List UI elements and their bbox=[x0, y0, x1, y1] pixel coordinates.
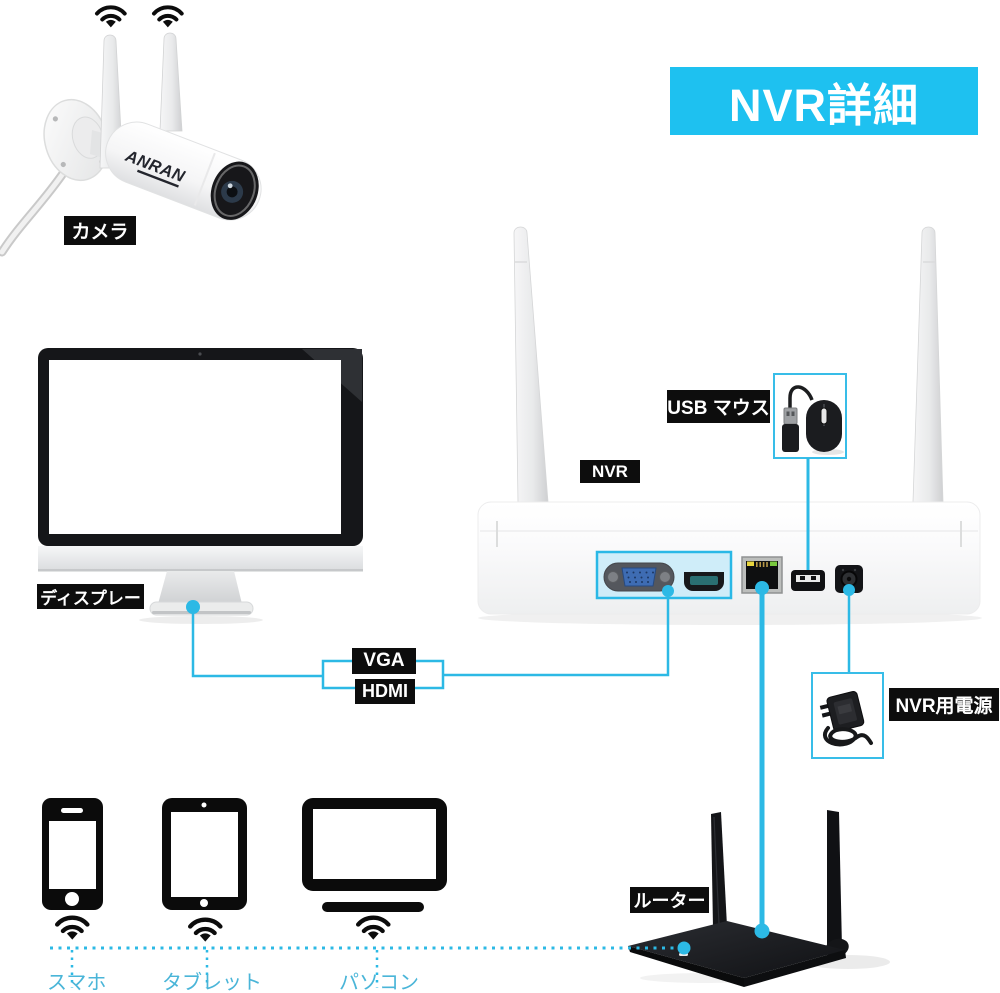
usb-mouse-label: USB マウス bbox=[667, 390, 770, 423]
camera-graphic: ANRAN bbox=[0, 32, 262, 257]
wifi-icon bbox=[151, 5, 184, 30]
nvr-antenna-left bbox=[513, 226, 549, 503]
wifi-icon bbox=[57, 918, 87, 940]
wifi-icon bbox=[358, 918, 388, 940]
tablet-label: タブレット bbox=[162, 972, 262, 993]
router-graphic bbox=[628, 810, 890, 987]
pc-icon bbox=[302, 798, 447, 912]
connection-dots bbox=[186, 581, 855, 955]
power-adapter-icon bbox=[819, 691, 873, 747]
vga-port-icon bbox=[603, 562, 675, 592]
smartphone-icon bbox=[42, 798, 103, 910]
nvr-graphic bbox=[477, 226, 982, 625]
router-label: ルーター bbox=[630, 887, 709, 913]
nvr-antenna-right bbox=[912, 226, 944, 503]
title-banner: NVR詳細 bbox=[670, 67, 978, 135]
display-vga-line bbox=[191, 607, 323, 678]
usb-port-icon bbox=[791, 570, 825, 591]
router-body bbox=[628, 921, 845, 978]
router-antenna-right bbox=[827, 810, 842, 948]
vga-label: VGA bbox=[352, 648, 416, 674]
power-adapter-callout bbox=[811, 672, 884, 759]
hdmi-label: HDMI bbox=[355, 679, 415, 704]
dc-power-port-icon bbox=[835, 565, 863, 593]
camera-antenna-right bbox=[159, 32, 183, 132]
wifi-icon bbox=[190, 920, 220, 942]
display-label: ディスプレー bbox=[37, 584, 144, 609]
monitor-graphic bbox=[38, 348, 363, 624]
tablet-icon bbox=[162, 798, 247, 910]
vga-nvr-line bbox=[443, 594, 670, 677]
hdmi-port-icon bbox=[684, 572, 724, 591]
smartphone-label: スマホ bbox=[47, 972, 107, 993]
router-antenna-left bbox=[711, 812, 727, 928]
nvr-label: NVR bbox=[580, 460, 640, 483]
nvr-power-label: NVR用電源 bbox=[889, 688, 999, 721]
monitor-stand bbox=[158, 571, 242, 604]
camera-label: カメラ bbox=[64, 216, 136, 245]
camera-body: ANRAN bbox=[105, 121, 262, 221]
usb-mouse-icon bbox=[782, 385, 844, 455]
wifi-icon bbox=[95, 5, 127, 30]
pc-label: パソコン bbox=[339, 972, 419, 993]
monitor-screen bbox=[49, 360, 341, 534]
connection-lines bbox=[50, 458, 851, 988]
usb-mouse-callout bbox=[773, 373, 847, 459]
